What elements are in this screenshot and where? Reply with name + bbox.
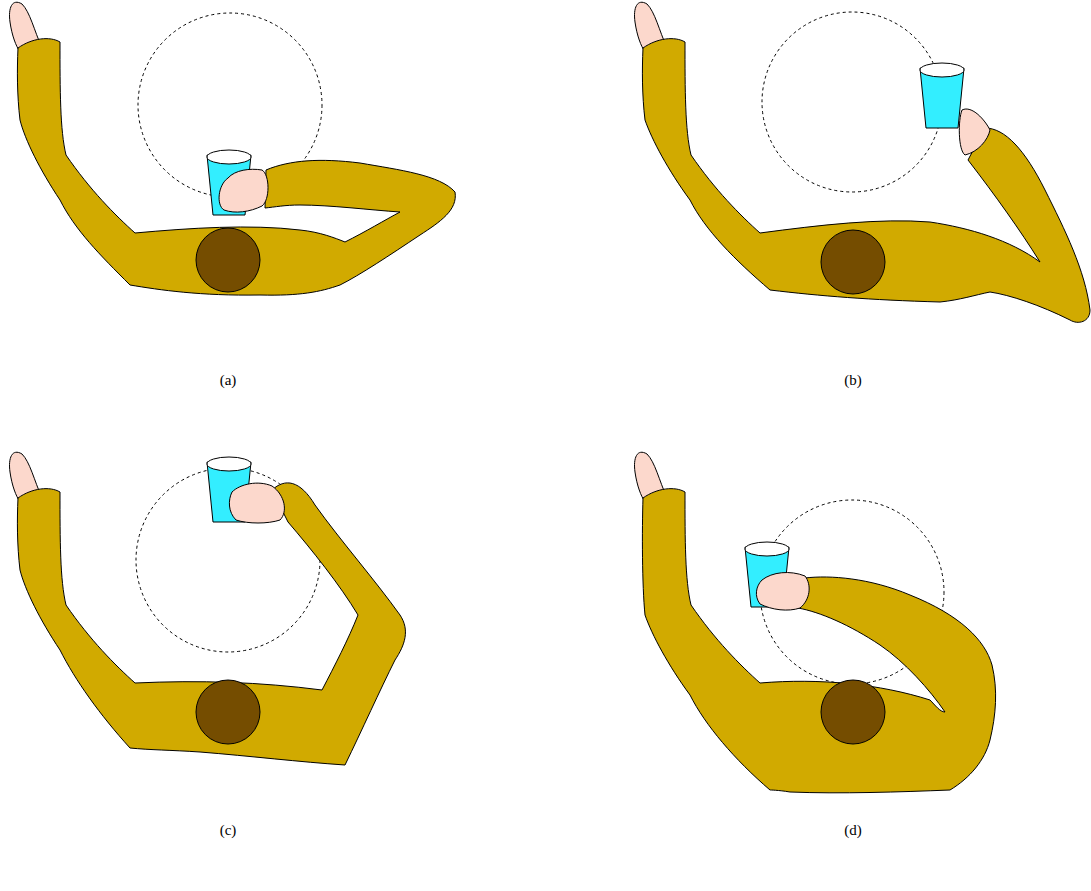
panel-d [635, 452, 996, 793]
panel-label: (b) [813, 372, 893, 389]
panel-label: (a) [188, 372, 268, 389]
panel-label: (d) [813, 822, 893, 839]
panel-b [635, 2, 1091, 322]
panel-c [10, 452, 406, 765]
panel-a [10, 2, 456, 295]
panel-label: (c) [188, 822, 268, 839]
